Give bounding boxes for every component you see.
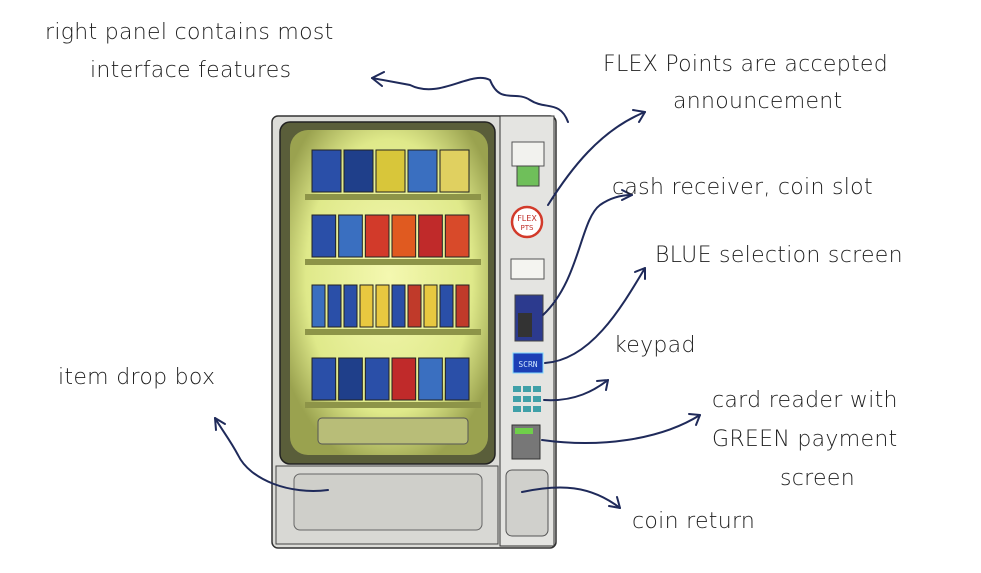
- snack-item: [391, 284, 406, 328]
- keypad-key: [523, 396, 531, 402]
- keypad-key: [513, 386, 521, 392]
- label-coin-return: coin return: [632, 509, 756, 534]
- label-keypad: keypad: [614, 333, 696, 358]
- blue-selection-screen: [512, 352, 544, 374]
- keypad-key: [523, 406, 531, 412]
- keypad-key: [533, 396, 541, 402]
- snack-item: [364, 357, 390, 401]
- snack-item: [391, 214, 417, 258]
- snack-item: [343, 284, 358, 328]
- keypad-key: [523, 386, 531, 392]
- shelf: [305, 194, 481, 200]
- label-drop-box: item drop box: [58, 365, 216, 390]
- label-flex-2: announcement: [673, 89, 843, 114]
- flex-points-badge: FLEX PTS: [510, 205, 544, 239]
- snack-item: [327, 284, 342, 328]
- announcement-card: [511, 141, 545, 167]
- snack-item: [311, 149, 342, 193]
- flex-badge-text: FLEX: [517, 214, 537, 223]
- arrow-card: [541, 414, 701, 444]
- label-card-3: screen: [780, 466, 855, 491]
- coin-slot-plate: [510, 258, 545, 280]
- snack-item: [439, 284, 454, 328]
- shelves: [305, 149, 481, 408]
- snack-item: [343, 149, 374, 193]
- snack-item: [439, 149, 470, 193]
- keypad: [513, 386, 541, 412]
- coin-return: [505, 469, 549, 537]
- keypad-key: [533, 386, 541, 392]
- snack-item: [418, 214, 443, 258]
- arrow-cash: [542, 194, 633, 316]
- label-card-2: GREEN payment: [712, 427, 898, 452]
- shelf: [305, 259, 481, 265]
- arrow-right-panel: [371, 77, 569, 123]
- snack-item: [311, 284, 326, 328]
- screen-text: SCRN: [518, 360, 537, 369]
- label-right-panel-2: interface features: [90, 58, 292, 83]
- snack-item: [311, 357, 337, 401]
- keypad-key: [513, 406, 521, 412]
- label-blue-screen: BLUE selection screen: [655, 243, 903, 268]
- shelf: [305, 402, 481, 408]
- snack-item: [375, 149, 406, 193]
- arrows: [214, 71, 701, 509]
- snack-item: [407, 284, 422, 328]
- snack-item: [407, 149, 438, 193]
- flex-badge-text-2: PTS: [521, 224, 534, 232]
- snack-item: [444, 357, 470, 401]
- arrow-flex: [547, 111, 646, 206]
- arrow-drop-box: [214, 417, 329, 492]
- snack-item: [418, 357, 443, 401]
- green-payment-screen: [515, 428, 533, 434]
- shelf: [305, 329, 481, 335]
- snack-item: [391, 357, 417, 401]
- label-card-1: card reader with: [712, 388, 898, 413]
- snack-item: [359, 284, 374, 328]
- snack-item: [311, 214, 337, 258]
- label-flex-1: FLEX Points are accepted: [603, 52, 889, 77]
- label-cash: cash receiver, coin slot: [612, 175, 873, 200]
- arrow-blue-screen: [544, 267, 646, 364]
- snack-item: [375, 284, 390, 328]
- vending-machine: FLEX PTS SCRN: [271, 115, 557, 549]
- snack-item: [364, 214, 390, 258]
- snack-item: [423, 284, 438, 328]
- arrow-keypad: [543, 379, 609, 402]
- keypad-key: [513, 396, 521, 402]
- snack-item: [444, 214, 470, 258]
- arrow-coin-return: [521, 486, 621, 509]
- label-right-panel-1: right panel contains most: [45, 20, 334, 45]
- snack-item: [338, 357, 363, 401]
- keypad-key: [533, 406, 541, 412]
- snack-item: [455, 284, 470, 328]
- dispense-flap: [317, 417, 469, 445]
- snack-item: [338, 214, 363, 258]
